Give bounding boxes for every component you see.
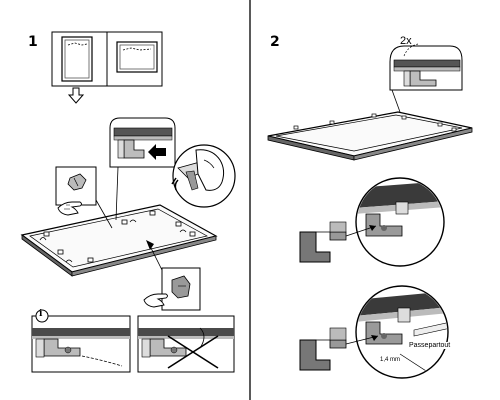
- magnifier-callout-icon: [355, 285, 449, 379]
- hand-icon: [57, 201, 82, 216]
- clip-side-view-1: [299, 221, 377, 263]
- cross-out-icon: [167, 335, 219, 369]
- clip-callout-step2: [389, 43, 463, 113]
- frame-orientation-boxes: [51, 31, 163, 87]
- magnifier-callout-icon: [355, 177, 445, 267]
- hand-magnifier-callout: [171, 144, 236, 208]
- hand-icon: [143, 293, 168, 308]
- hand-clip-callout-left: [55, 166, 113, 229]
- info-icon: [35, 309, 49, 323]
- arrow-down-icon: [67, 87, 85, 104]
- step-number-2: 2: [270, 34, 280, 50]
- correct-clip-panel: [31, 315, 131, 373]
- thickness-label: 1,4 mm: [380, 357, 401, 363]
- repeat-label: 2x: [400, 35, 412, 47]
- step-number-1: 1: [28, 34, 38, 50]
- frame-back-step1: [20, 204, 218, 277]
- frame-back-step2: [267, 111, 473, 161]
- passepartout-label: Passepartout: [408, 342, 452, 349]
- clip-callout-box: [109, 117, 176, 221]
- incorrect-clip-panel: [137, 315, 235, 373]
- clip-side-view-2: [299, 327, 379, 371]
- hand-clip-callout-right: [143, 240, 201, 311]
- push-arrow-icon: [148, 144, 166, 160]
- info-icon-glyph: i: [39, 309, 43, 319]
